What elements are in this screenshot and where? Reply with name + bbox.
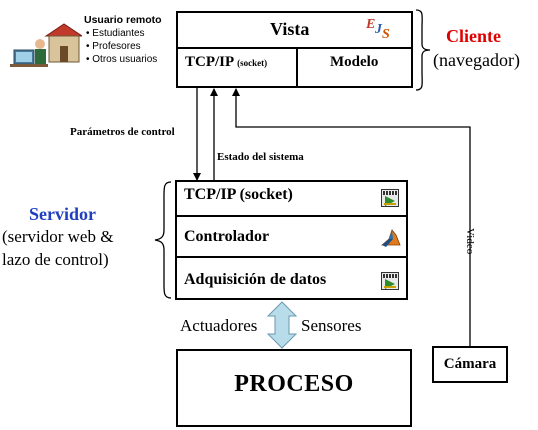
client-divider-horizontal [178, 47, 411, 49]
svg-text:J: J [374, 22, 383, 37]
svg-text:S: S [382, 27, 390, 40]
process-label: PROCESO [234, 371, 354, 397]
server-subtitle-line1: (servidor web & [2, 227, 114, 246]
adquisicion-label: Adquisición de datos [184, 271, 327, 288]
client-tcpip-prefix: TCP/IP [185, 54, 234, 70]
remote-user-item-profesores: • Profesores [86, 41, 141, 52]
labview-icon [381, 189, 399, 207]
svg-text:E: E [365, 17, 375, 32]
matlab-icon [380, 227, 402, 249]
system-state-label: Estado del sistema [217, 151, 304, 163]
client-tcpip-suffix: (socket) [237, 58, 268, 68]
remote-user-item-otros: • Otros usuarios [86, 54, 158, 65]
server-subtitle-line2: lazo de control) [2, 250, 109, 269]
server-brace [151, 180, 173, 300]
io-double-arrow [266, 301, 298, 349]
video-label: Video [464, 228, 476, 255]
server-tcpip-label: TCP/IP (socket) [184, 186, 293, 203]
client-box [176, 11, 413, 88]
client-title: Cliente [446, 26, 501, 46]
server-divider-1 [177, 215, 406, 217]
client-subtitle: (navegador) [433, 50, 520, 70]
ejs-logo: E J S [364, 14, 394, 42]
client-divider-vertical [296, 48, 298, 86]
vista-label: Vista [270, 19, 310, 39]
camera-box [432, 346, 508, 383]
remote-user-icon [10, 22, 84, 72]
server-divider-2 [177, 256, 406, 258]
remote-user-item-estudiantes: • Estudiantes [86, 28, 145, 39]
client-tcpip-label: TCP/IP (socket) [185, 54, 267, 71]
server-title: Servidor [29, 204, 96, 224]
control-params-label: Parámetros de control [70, 126, 175, 138]
actuadores-label: Actuadores [180, 316, 258, 335]
sensores-label: Sensores [301, 316, 362, 335]
controlador-label: Controlador [184, 228, 270, 245]
video-arrow [232, 88, 471, 346]
server-box [175, 180, 408, 300]
modelo-label: Modelo [330, 54, 379, 70]
remote-user-title: Usuario remoto [84, 14, 162, 26]
process-box [176, 349, 412, 427]
client-brace [414, 8, 434, 92]
camera-label: Cámara [443, 356, 497, 372]
labview-icon [381, 272, 399, 290]
remote-user-list: • Estudiantes • Profesores • Otros usuar… [86, 27, 157, 66]
